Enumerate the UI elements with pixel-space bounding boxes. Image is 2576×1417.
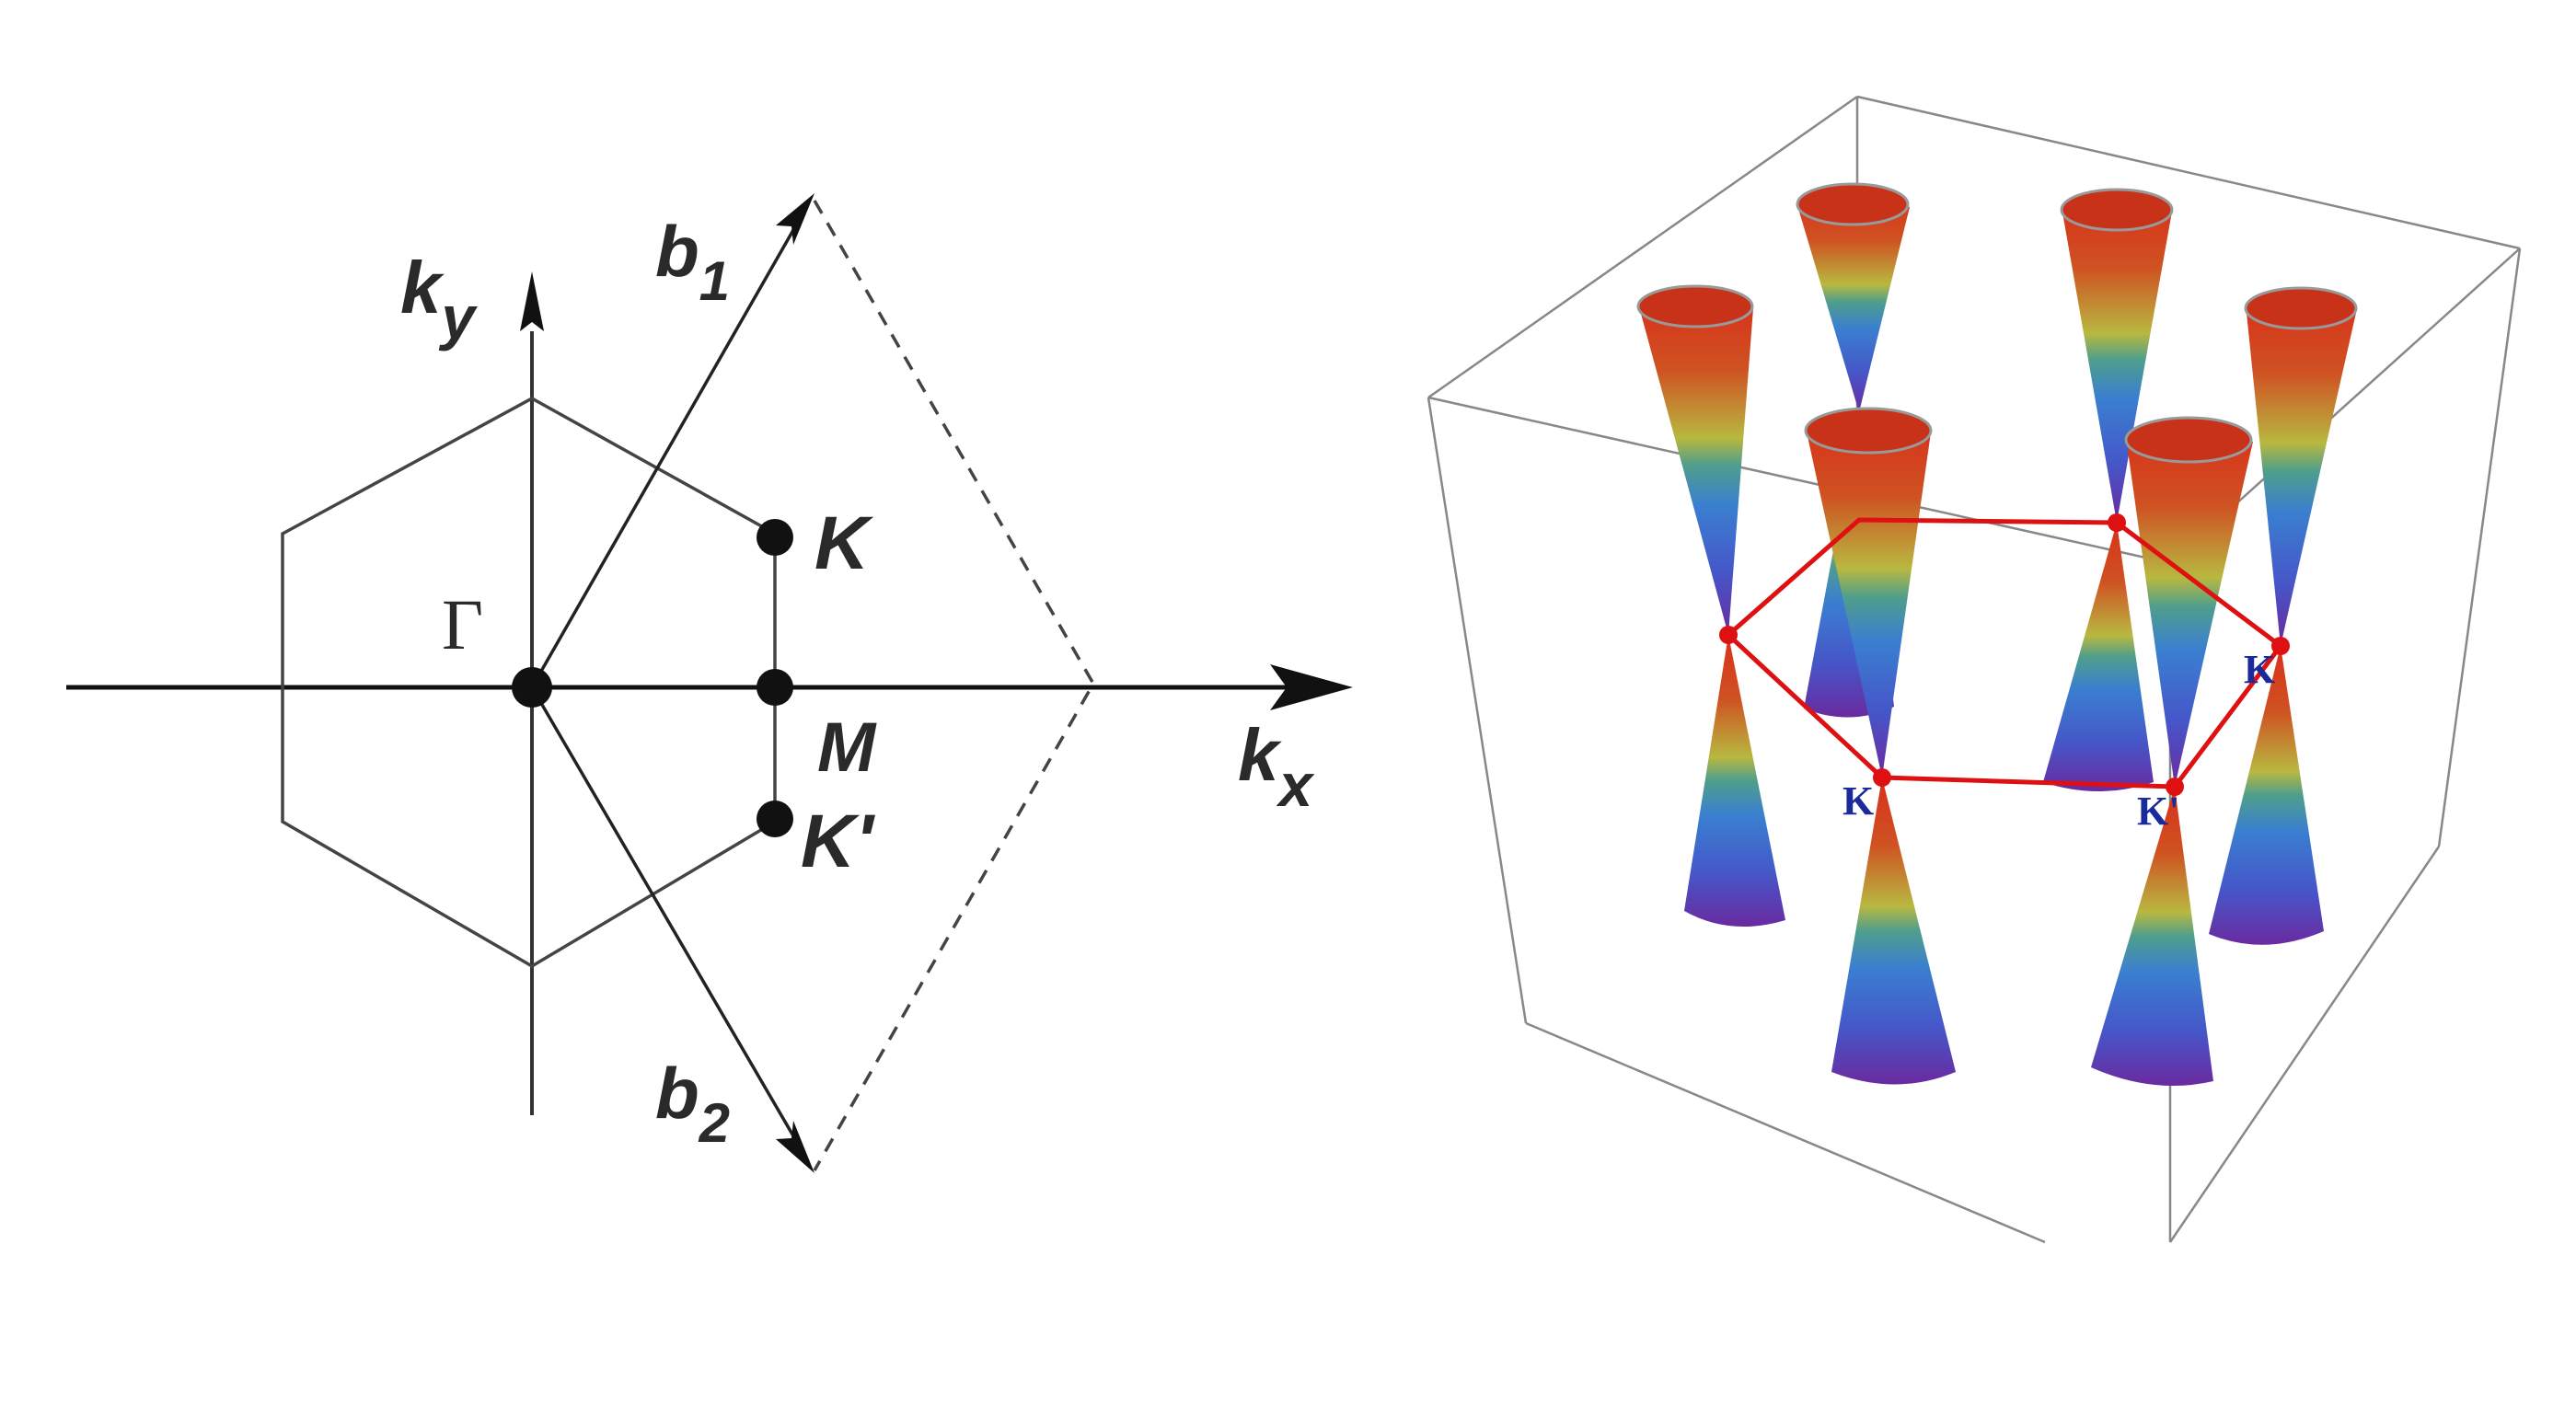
k-label-front: K bbox=[1842, 778, 1874, 824]
b1-label: b1 bbox=[655, 211, 730, 312]
kx-arrowhead bbox=[1270, 664, 1353, 710]
m-point bbox=[757, 669, 793, 706]
gamma-label: Γ bbox=[442, 584, 483, 664]
ky-label: ky bbox=[400, 247, 479, 351]
k-point-label: K bbox=[814, 501, 874, 585]
gamma-point bbox=[512, 667, 552, 708]
kx-label: kx bbox=[1238, 714, 1315, 819]
kprime-point-label: K' bbox=[801, 800, 875, 883]
plot-bounding-box bbox=[1427, 95, 2522, 1244]
b1-arrowhead bbox=[776, 193, 814, 245]
k-point bbox=[757, 519, 793, 556]
b2-label: b2 bbox=[655, 1053, 730, 1154]
b2-arrowhead bbox=[776, 1121, 814, 1173]
kprime-point bbox=[757, 801, 793, 837]
k-label-right: K bbox=[2244, 647, 2275, 692]
dirac-cone bbox=[2091, 416, 2253, 1086]
dirac-points bbox=[1719, 513, 2290, 796]
ky-arrowhead bbox=[520, 271, 544, 331]
dirac-cone bbox=[1636, 284, 1785, 927]
dirac-cones-3d-plot: K K K' bbox=[1427, 95, 2522, 1244]
vector-b1 bbox=[530, 203, 810, 688]
kprime-label-front: K' bbox=[2137, 789, 2179, 834]
unit-cell-dashed bbox=[813, 200, 1096, 1171]
dirac-cone bbox=[1804, 407, 1956, 1085]
vector-b2 bbox=[530, 686, 810, 1162]
brillouin-zone-diagram: ky kx b1 b2 Γ K M K' bbox=[66, 193, 1353, 1173]
dirac-cone bbox=[2043, 188, 2174, 791]
dirac-cone bbox=[2209, 286, 2358, 945]
m-point-label: M bbox=[817, 708, 877, 787]
